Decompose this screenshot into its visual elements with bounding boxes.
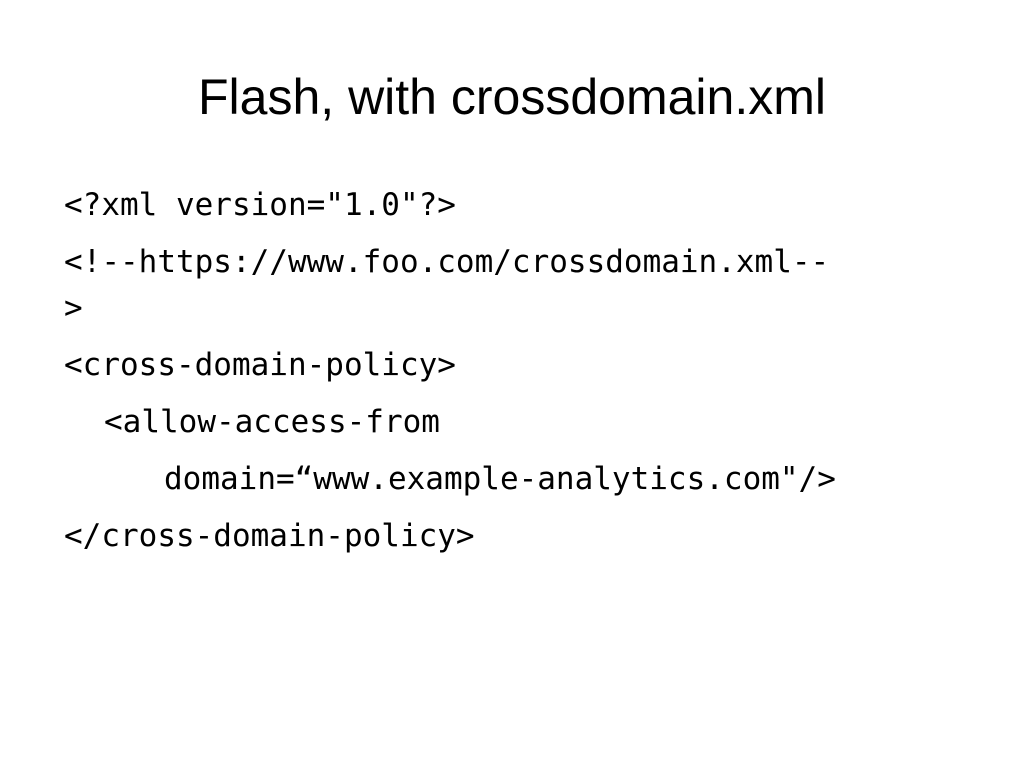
code-block: <?xml version="1.0"?> <!--https://www.fo… [64,182,964,570]
slide-title: Flash, with crossdomain.xml [198,69,826,125]
code-line-comment-continuation: > [64,290,83,326]
code-line-domain-attribute: domain=“www.example-analytics.com"/> [164,461,836,497]
code-line-policy-open: <cross-domain-policy> [64,347,456,383]
code-line-policy-close: </cross-domain-policy> [64,518,475,554]
code-line-allow-access: <allow-access-from [104,404,440,440]
code-line-comment: <!--https://www.foo.com/crossdomain.xml-… [64,244,830,280]
code-line-xml-declaration: <?xml version="1.0"?> [64,187,456,223]
